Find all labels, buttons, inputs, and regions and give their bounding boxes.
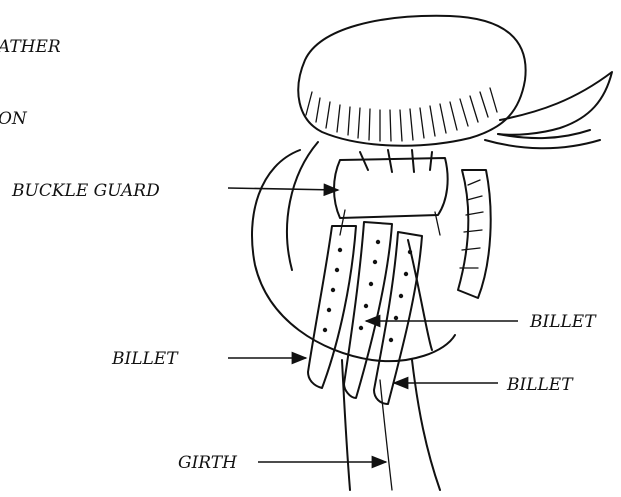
saddle-seat [298,16,525,146]
label-girth: GIRTH [178,453,238,473]
label-billet-left: BILLET [111,349,179,369]
label-billet-right-bottom: BILLET [506,375,574,395]
cantle [485,72,612,148]
billet-right [374,232,432,404]
girth-strap [342,360,440,490]
billet-left [308,226,356,388]
skirt-right [458,170,491,298]
label-leather-partial: ATHER [0,37,61,57]
billet-holes [323,240,412,342]
label-on-partial: ON [0,109,28,129]
arrow-buckle-guard [228,188,338,190]
buckle-guard [334,150,448,235]
billet-middle [344,222,392,398]
label-billet-right-top: BILLET [529,312,597,332]
label-buckle-guard: BUCKLE GUARD [11,181,160,201]
